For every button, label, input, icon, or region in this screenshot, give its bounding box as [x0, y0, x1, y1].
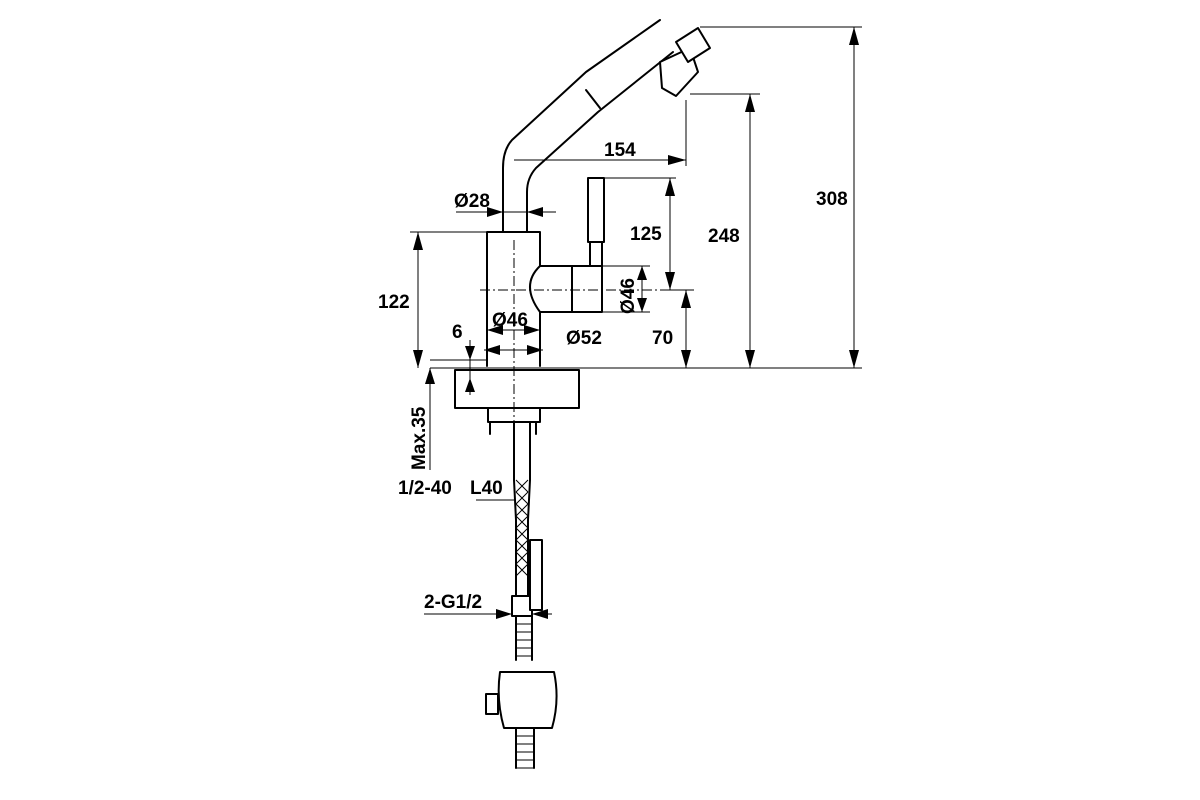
hose-weight [497, 671, 558, 729]
pullout-hose [515, 615, 533, 661]
dim-overall-height: 308 [816, 189, 848, 210]
spout-ring [585, 89, 601, 109]
dim-hose-connection: 2-G1/2 [424, 592, 482, 613]
dim-handle-axis-height: 70 [652, 328, 673, 349]
dim-supply-thread: 1/2-40 [398, 478, 452, 499]
spout-tip [675, 27, 711, 63]
hose-end [515, 727, 535, 769]
hose-end-ribs [516, 735, 534, 769]
dim-max-counter-thickness: Max.35 [409, 406, 430, 470]
hose-weight-clip [485, 693, 499, 715]
dim-spout-reach: 154 [604, 140, 636, 161]
handle-collar [571, 265, 603, 313]
supply-hose-braid [515, 479, 529, 577]
dim-spout-height: 248 [708, 226, 740, 247]
dim-supply-length: L40 [470, 478, 503, 499]
faucet-outline [430, 19, 862, 769]
mounting-plate [454, 369, 580, 409]
spout-tube [502, 19, 674, 233]
dim-base-diameter: Ø52 [566, 328, 602, 349]
pullout-hose-ribs [516, 623, 532, 657]
dim-base-thickness: 6 [452, 322, 463, 343]
dim-body-diameter: Ø46 [492, 310, 528, 331]
dim-body-height: 122 [378, 292, 410, 313]
handle-hub [529, 265, 573, 313]
supply-hose [513, 421, 531, 601]
dim-handle-height: 125 [630, 224, 662, 245]
dim-spout-tube-diameter: Ø28 [454, 191, 490, 212]
handle-lever [587, 177, 605, 243]
handle-lever-neck [589, 241, 603, 267]
dim-handle-diameter: Ø46 [618, 278, 639, 314]
hose-secondary [529, 539, 543, 611]
